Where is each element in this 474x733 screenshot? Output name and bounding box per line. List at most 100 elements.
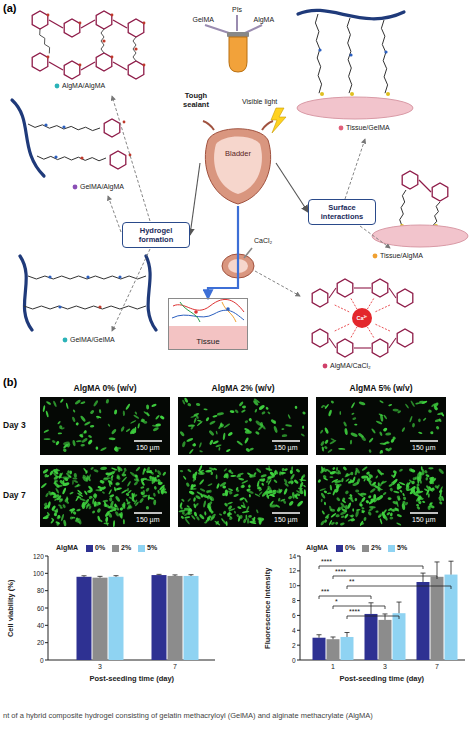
cell [275, 504, 280, 508]
cell [70, 516, 73, 519]
cell [52, 469, 59, 475]
cell [295, 497, 299, 500]
cell [114, 487, 117, 492]
bar [417, 582, 430, 660]
cell [156, 475, 160, 478]
cell [195, 494, 202, 499]
node-text: Surface interactions [313, 203, 371, 221]
bar [93, 578, 108, 660]
cell [205, 417, 210, 422]
bladder-wall [205, 129, 270, 204]
cell [146, 466, 151, 473]
micrograph [40, 397, 170, 455]
cell [269, 500, 274, 506]
cell [75, 495, 80, 502]
error-bar [345, 632, 350, 633]
cell [114, 447, 121, 450]
significance-stars: **** [335, 568, 346, 576]
cell [423, 417, 427, 421]
cell [208, 430, 215, 437]
cell [341, 478, 344, 483]
cell [224, 502, 229, 507]
cell [212, 414, 218, 417]
cell [358, 401, 365, 406]
cell [210, 510, 214, 514]
sugar-ring [64, 61, 80, 79]
line-stroke [81, 20, 95, 28]
cell [388, 404, 392, 407]
cell [267, 411, 271, 415]
cell [329, 476, 333, 478]
cell [76, 440, 82, 442]
cell [93, 400, 99, 407]
cell [121, 476, 127, 482]
cell [230, 475, 236, 477]
cell [258, 404, 265, 411]
cell [255, 468, 261, 474]
cell [43, 429, 49, 433]
cell [102, 500, 108, 503]
atom-dot [320, 92, 324, 96]
cell [139, 497, 145, 503]
cell [379, 431, 383, 436]
axis-tick [297, 556, 300, 557]
scale-bar [410, 512, 438, 514]
cell [343, 421, 348, 427]
cell [81, 437, 88, 443]
sugar-ring [337, 279, 353, 297]
cell [341, 506, 344, 510]
cell [222, 510, 226, 515]
cell [217, 412, 224, 416]
cell [53, 400, 58, 407]
scale-label: 150 µm [274, 444, 298, 452]
chain-bond [28, 124, 100, 131]
error-bar [437, 562, 438, 577]
cell [60, 507, 63, 509]
cell [433, 477, 437, 480]
cell [260, 474, 267, 478]
cell [417, 501, 420, 504]
tick-label: 14 [289, 553, 296, 560]
cell [199, 450, 203, 453]
cell [376, 494, 384, 501]
cell [248, 515, 252, 518]
cell [298, 487, 303, 490]
line-stroke [389, 338, 396, 348]
cell [258, 491, 262, 496]
cell [356, 509, 361, 512]
cell [387, 497, 391, 500]
cell [219, 481, 227, 487]
atom-dot [129, 154, 132, 157]
cell [274, 469, 279, 475]
bladder-organ: Bladder [200, 120, 276, 206]
cell [344, 428, 348, 435]
cell [267, 479, 272, 486]
cell [324, 519, 328, 523]
atom-dot [111, 14, 114, 17]
cell [416, 483, 420, 487]
cell [63, 479, 65, 484]
sugar-ring [128, 19, 144, 37]
cell [207, 496, 210, 500]
cell [410, 400, 415, 407]
cell [54, 498, 58, 501]
cell [151, 403, 157, 408]
cell [62, 487, 67, 494]
atom-dot [386, 92, 390, 96]
cell [369, 488, 376, 494]
cell [247, 518, 249, 524]
tick-label: 7 [435, 663, 439, 671]
cell [155, 469, 157, 472]
network-fiber [172, 310, 244, 320]
atom-dot [143, 64, 146, 67]
tick-label: 4 [292, 627, 296, 634]
cell [141, 418, 146, 423]
cell [157, 490, 160, 495]
node-text: Hydrogel formation [127, 226, 185, 244]
cell [430, 431, 433, 434]
cell [236, 440, 243, 446]
cell [110, 500, 115, 507]
atom-dot [318, 48, 321, 51]
cell [320, 499, 322, 503]
cell [387, 447, 393, 452]
